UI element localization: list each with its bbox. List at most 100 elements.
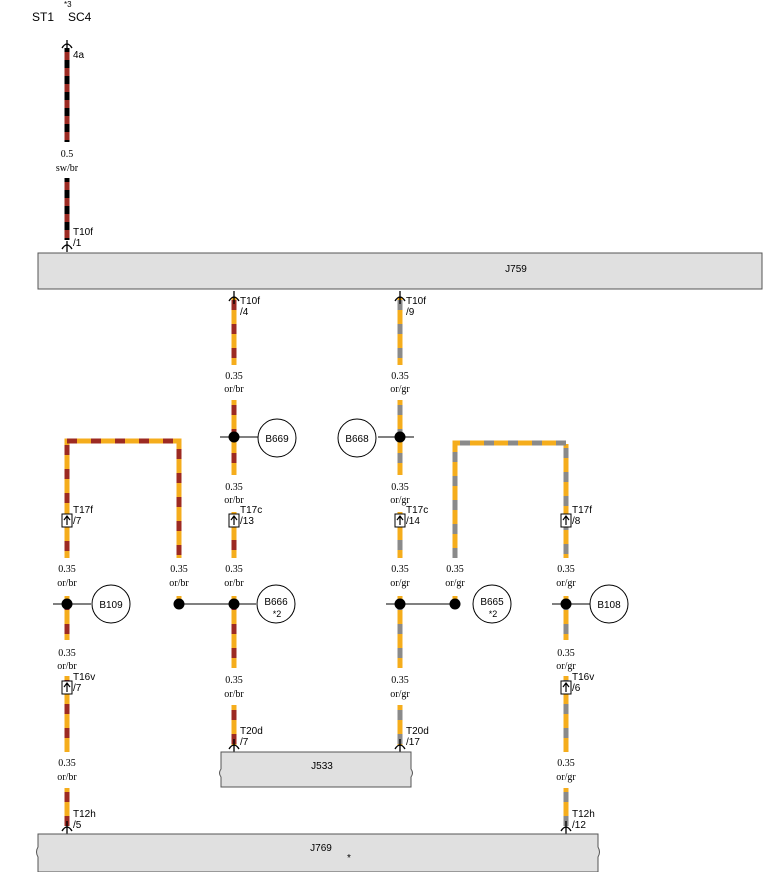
pin-t12h-5-icon [61, 821, 73, 834]
wire-color: or/br [224, 384, 244, 395]
j769-label: J769 [310, 843, 332, 854]
wire-size: 0.35 [391, 371, 409, 382]
wire-size: 0.35 [557, 758, 575, 769]
wire-color: or/gr [390, 578, 410, 589]
wire-color: or/br [169, 578, 189, 589]
wire-size: 0.35 [225, 371, 243, 382]
j759-label: J759 [505, 264, 527, 275]
conn-t16v-7: T16v [73, 672, 95, 683]
connector-t17f-8-icon [560, 513, 572, 528]
wire-color: or/br [224, 578, 244, 589]
conn-t16v-6: T16v [572, 672, 594, 683]
j759-unit [37, 252, 763, 290]
conn-t17c-14: T17c [406, 505, 428, 516]
splice-b669: B669 [257, 418, 297, 458]
splice-b665: B665 *2 [472, 584, 512, 624]
pin-t12h-12-num: /12 [572, 820, 586, 831]
st1-label: ST1 [32, 10, 54, 24]
pin-t20d-17-num: /17 [406, 737, 420, 748]
pin-t10f-9: T10f [406, 296, 426, 307]
pin-t12h-5-num: /5 [73, 820, 82, 831]
pin-t20d-17-icon [394, 739, 406, 752]
wire-size: 0.35 [170, 564, 188, 575]
conn-t17f-8-num: /8 [572, 516, 581, 527]
pin-4a: 4a [73, 50, 85, 61]
splice-b668: B668 [337, 418, 377, 458]
pin-t12h-5: T12h [73, 809, 96, 820]
wire-color: or/br [57, 578, 77, 589]
connector-t17c-13-icon [228, 513, 240, 528]
splice-connections [53, 431, 590, 610]
conn-t17c-13: T17c [240, 505, 262, 516]
wire-or-gr-segments [397, 297, 569, 826]
pin-t10f-4-num: /4 [240, 307, 249, 318]
wire-labels: 0.35 or/br 0.35 or/gr 0.35 or/br 0.35 or… [57, 371, 576, 783]
wire-color: or/br [224, 689, 244, 700]
pin-4a-icon [61, 40, 73, 50]
wire-color: or/br [57, 772, 77, 783]
splice-b109-label: B109 [99, 600, 123, 611]
pin-t20d-7: T20d [240, 726, 263, 737]
pin-t20d-7-num: /7 [240, 737, 249, 748]
splice-b666: B666 *2 [256, 584, 296, 624]
pin-t20d-17: T20d [406, 726, 429, 737]
wire-color: or/gr [390, 384, 410, 395]
conn-t17f-8: T17f [572, 505, 592, 516]
j533-unit [219, 751, 413, 788]
wire-size: 0.35 [391, 675, 409, 686]
splice-b668-label: B668 [345, 434, 369, 445]
j769-unit [36, 833, 600, 872]
j769-note: * [347, 853, 351, 864]
wire-size: 0.35 [58, 564, 76, 575]
wire-size: 0.35 [446, 564, 464, 575]
conn-t16v-7-num: /7 [73, 683, 82, 694]
wire-size: 0.35 [58, 758, 76, 769]
pin-t12h-12: T12h [572, 809, 595, 820]
pin-t12h-12-icon [560, 821, 572, 834]
conn-t17f-7: T17f [73, 505, 93, 516]
wire-color: or/gr [445, 578, 465, 589]
pin-t10f-4-icon [228, 291, 240, 304]
wire-color: or/gr [556, 661, 576, 672]
splice-b666-note: *2 [273, 609, 282, 619]
wire-size: 0.35 [225, 675, 243, 686]
wire-size: 0.5 [61, 149, 74, 160]
wire-color: sw/br [56, 163, 79, 174]
pin-t10f-4: T10f [240, 296, 260, 307]
pin-t20d-7-icon [228, 739, 240, 752]
conn-t17c-14-num: /14 [406, 516, 420, 527]
wire-color: or/gr [390, 495, 410, 506]
pin-t10f-1: T10f [73, 227, 93, 238]
pin-t10f-1-num: /1 [73, 238, 82, 249]
wire-size: 0.35 [557, 648, 575, 659]
wire-color: or/br [224, 495, 244, 506]
sc4-note: *3 [64, 0, 72, 9]
conn-t17c-13-num: /13 [240, 516, 254, 527]
wire-size: 0.35 [391, 482, 409, 493]
pin-t10f-9-num: /9 [406, 307, 415, 318]
splice-b108-label: B108 [597, 600, 621, 611]
wire-size: 0.35 [58, 648, 76, 659]
pin-t10f-9-icon [394, 291, 406, 304]
wire-color: or/gr [390, 689, 410, 700]
connector-t16v-7-icon [61, 680, 73, 695]
splice-b109: B109 [91, 584, 131, 624]
sc4-label: SC4 [68, 10, 92, 24]
conn-t17f-7-num: /7 [73, 516, 82, 527]
wire-size: 0.35 [557, 564, 575, 575]
wire-color: or/gr [556, 578, 576, 589]
splice-b108: B108 [589, 584, 629, 624]
wire-size: 0.35 [225, 564, 243, 575]
j533-label: J533 [311, 761, 333, 772]
splice-b669-label: B669 [265, 434, 289, 445]
connector-t17f-7-icon [61, 513, 73, 528]
splice-b665-note: *2 [489, 609, 498, 619]
pin-t10f-1-icon [61, 241, 73, 252]
wire-size: 0.35 [225, 482, 243, 493]
wire-color: or/br [57, 661, 77, 672]
splice-b665-label: B665 [480, 597, 504, 608]
connector-t16v-6-icon [560, 680, 572, 695]
wire-or-br-segments [64, 297, 237, 826]
connector-t17c-14-icon [394, 513, 406, 528]
